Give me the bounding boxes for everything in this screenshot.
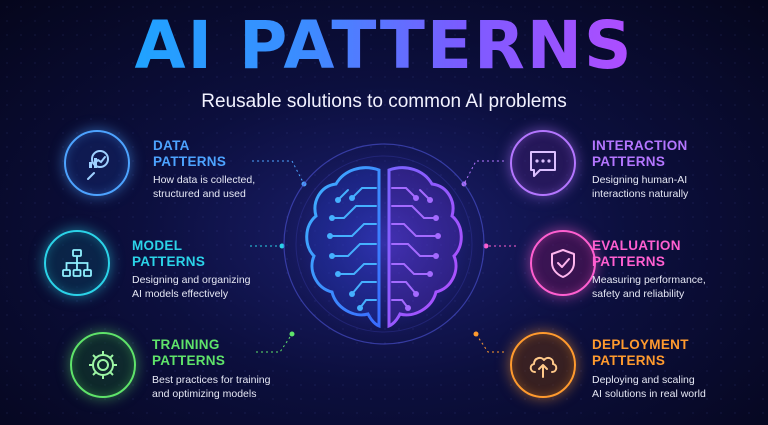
card-desc-line2: structured and used <box>153 188 246 200</box>
card-title-line2: PATTERNS <box>152 353 226 368</box>
card-desc-line1: Best practices for training <box>152 374 271 386</box>
card-desc-line2: interactions naturally <box>592 188 689 200</box>
card-desc-line2: and optimizing models <box>152 388 257 400</box>
card-title-line1: EVALUATION <box>592 238 681 253</box>
page-subtitle: Reusable solutions to common AI problems <box>201 91 567 112</box>
card-title-line2: PATTERNS <box>592 353 666 368</box>
card-desc-line1: Deploying and scaling <box>592 374 695 386</box>
circuit-brain-icon <box>276 128 492 356</box>
chat-bubble-icon <box>510 130 576 196</box>
card-title-line2: PATTERNS <box>592 254 666 269</box>
shield-check-icon <box>530 230 596 296</box>
card-desc-line2: safety and reliability <box>592 288 685 300</box>
card-title-line2: PATTERNS <box>592 154 666 169</box>
hierarchy-icon <box>44 230 110 296</box>
page-title: AI PATTERNS <box>134 7 634 84</box>
card-title-line1: DEPLOYMENT <box>592 337 689 352</box>
card-title-line2: PATTERNS <box>153 154 227 169</box>
card-desc-line1: Designing and organizing <box>132 274 251 286</box>
card-title-line1: INTERACTION <box>592 138 688 153</box>
card-title-line1: DATA <box>153 138 190 153</box>
card-desc-line2: AI solutions in real world <box>592 388 706 400</box>
card-desc-line1: How data is collected, <box>153 174 256 186</box>
card-desc-line1: Measuring performance, <box>592 274 706 286</box>
card-title-line1: TRAINING <box>152 337 220 352</box>
card-desc-line2: AI models effectively <box>132 288 229 300</box>
cloud-upload-icon <box>510 332 576 398</box>
gear-icon <box>70 332 136 398</box>
magnifier-chart-icon <box>64 130 130 196</box>
card-title-line1: MODEL <box>132 238 183 253</box>
card-title-line2: PATTERNS <box>132 254 206 269</box>
card-desc-line1: Designing human-AI <box>592 174 688 186</box>
